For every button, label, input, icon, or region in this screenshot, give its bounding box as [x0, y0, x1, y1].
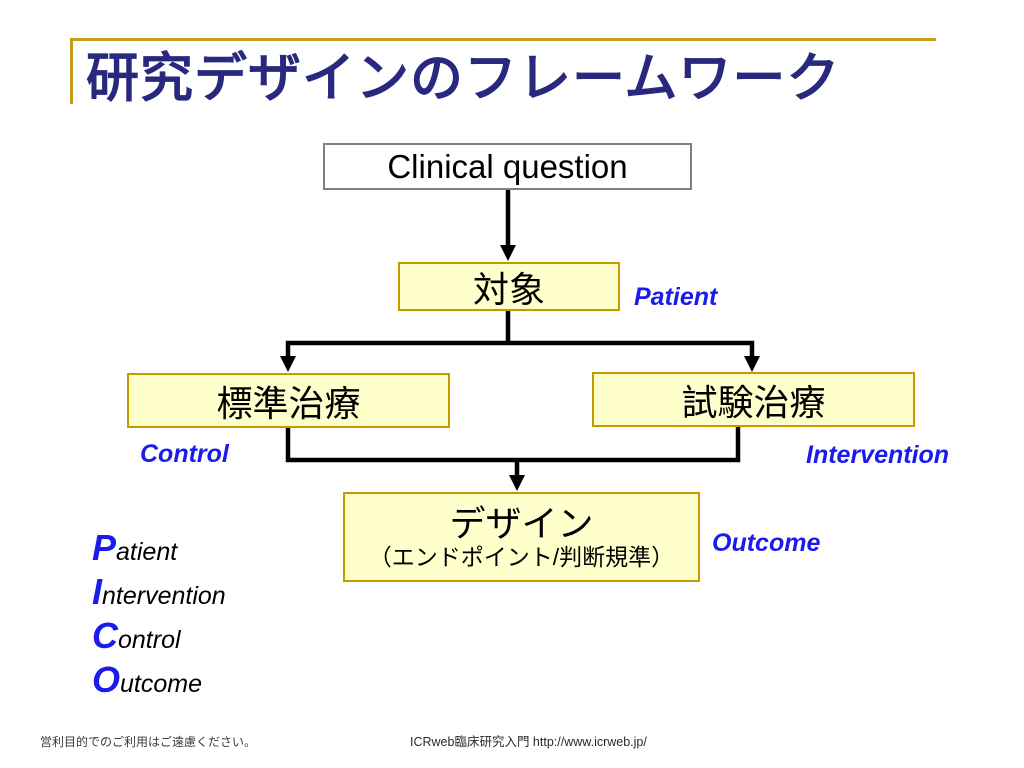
- clinical-question-label: Clinical question: [387, 147, 628, 185]
- test-treatment-label: 試験治療: [681, 381, 826, 423]
- arrowhead-down-icon: [744, 356, 760, 372]
- pico-initial: C: [92, 615, 118, 656]
- footer-credit: ICRweb臨床研究入門 http://www.icrweb.jp/: [410, 735, 647, 749]
- arrowhead-down-icon: [500, 245, 516, 261]
- pico-rest: utcome: [120, 670, 202, 698]
- label-outcome: Outcome: [712, 529, 821, 557]
- label-control: Control: [140, 440, 229, 468]
- design-box-subtitle: （エンドポイント/判断規準）: [368, 544, 675, 571]
- pico-initial: I: [92, 571, 103, 612]
- test-treatment-box: 試験治療: [592, 372, 915, 427]
- footer-disclaimer: 営利目的でのご利用はご遠慮ください。: [40, 735, 257, 749]
- pico-initial: P: [92, 527, 117, 568]
- subject-box-label: 対象: [472, 268, 545, 310]
- arrow-treatments-merge: [285, 425, 741, 481]
- label-patient: Patient: [634, 283, 718, 311]
- design-box: デザイン （エンドポイント/判断規準）: [343, 492, 700, 582]
- design-box-title: デザイン: [449, 503, 594, 545]
- standard-treatment-box: 標準治療: [127, 373, 450, 428]
- pico-rest: ntervention: [102, 582, 226, 610]
- clinical-question-box: Clinical question: [323, 143, 692, 190]
- arrowhead-down-icon: [280, 356, 296, 372]
- subject-box: 対象: [398, 262, 620, 311]
- title-accent-line-top: [70, 38, 936, 41]
- arrow-subject-split: [285, 308, 755, 361]
- label-intervention: Intervention: [806, 441, 950, 469]
- standard-treatment-label: 標準治療: [216, 382, 361, 424]
- arrowhead-down-icon: [509, 475, 525, 491]
- pico-rest: atient: [116, 538, 178, 566]
- title-accent-line-left: [70, 38, 73, 104]
- page-title: 研究デザインのフレームワーク: [86, 49, 841, 108]
- pico-rest: ontrol: [118, 626, 181, 654]
- pico-initial: O: [92, 659, 121, 700]
